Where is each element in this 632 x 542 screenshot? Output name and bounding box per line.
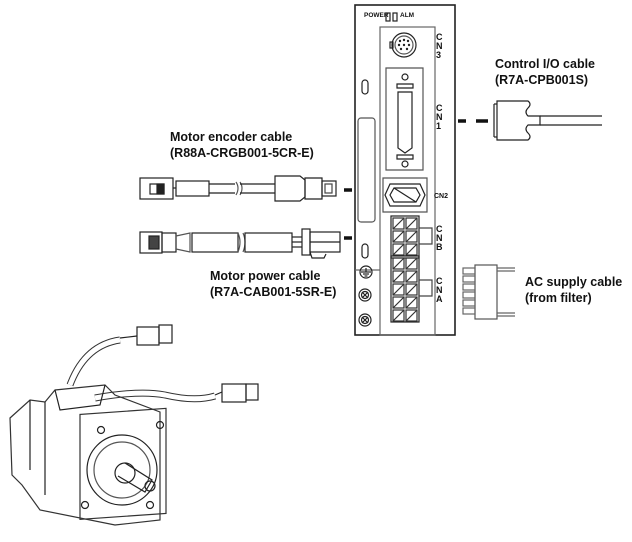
power-led-icon <box>385 12 391 22</box>
cnb-label: CNB <box>436 224 443 252</box>
ac-supply-cable-label: AC supply cable (from filter) <box>525 274 622 306</box>
cn1-label: CN1 <box>436 103 443 131</box>
control-io-cable-label: Control I/O cable (R7A-CPB001S) <box>495 56 595 88</box>
ac-supply-cable-drawing <box>462 264 515 320</box>
control-io-cable-model: (R7A-CPB001S) <box>495 73 589 87</box>
drive-connector-panel <box>379 26 436 336</box>
ac-supply-cable-model: (from filter) <box>525 291 592 305</box>
cnb-connector-icon <box>390 215 420 259</box>
motor-encoder-cable-model: (R88A-CRGB001-5CR-E) <box>170 146 314 160</box>
motor-encoder-cable-label: Motor encoder cable (R88A-CRGB001-5CR-E) <box>170 129 314 161</box>
cna-label: CNA <box>436 276 443 304</box>
control-io-cable-name: Control I/O cable <box>495 57 596 71</box>
power-indicator-label: POWER <box>364 12 389 19</box>
alarm-indicator-label: ALM <box>400 12 415 19</box>
screw-terminal-icon <box>358 313 372 327</box>
servo-drive <box>354 4 456 336</box>
cn2-connector-icon <box>382 177 428 213</box>
ac-supply-cable-name: AC supply cable <box>525 275 623 289</box>
motor-power-cable-name: Motor power cable <box>210 269 321 283</box>
ground-terminal-icon <box>359 265 373 279</box>
indicator-slot <box>361 243 369 259</box>
servo-motor-drawing <box>9 324 259 526</box>
nameplate-slot <box>357 117 376 223</box>
motor-encoder-cable-drawing <box>139 175 337 202</box>
cna-connector-icon <box>390 255 420 323</box>
alarm-led-icon <box>392 12 398 22</box>
motor-power-cable-drawing <box>139 228 341 259</box>
motor-power-cable-model: (R7A-CAB001-5SR-E) <box>210 285 337 299</box>
control-io-cable-drawing <box>493 100 602 141</box>
cn1-connector-icon <box>385 67 424 171</box>
cn3-connector-icon <box>389 32 417 58</box>
indicator-slot <box>361 79 369 95</box>
cn3-label: CN3 <box>436 32 443 60</box>
motor-encoder-cable-name: Motor encoder cable <box>170 130 293 144</box>
cn2-label: CN2 <box>434 193 449 200</box>
screw-terminal-icon <box>358 288 372 302</box>
motor-power-cable-label: Motor power cable (R7A-CAB001-5SR-E) <box>210 268 336 300</box>
